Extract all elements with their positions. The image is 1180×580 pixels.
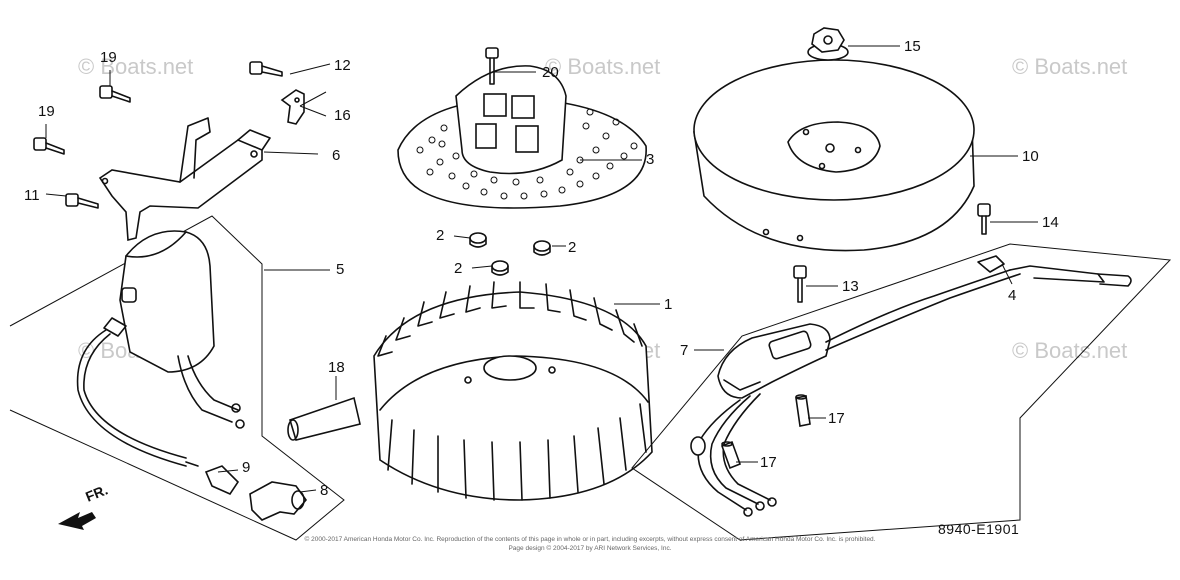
callout-20[interactable]: 20 <box>542 64 559 81</box>
copyright-line-1: © 2000-2017 American Honda Motor Co. Inc… <box>305 535 876 543</box>
part-9-terminal[interactable] <box>204 465 240 496</box>
screw-19-b[interactable] <box>33 137 65 155</box>
callout-10[interactable]: 10 <box>1022 148 1039 165</box>
screw-12[interactable] <box>249 61 283 77</box>
part-17-sleeve-b[interactable] <box>720 440 742 470</box>
screw-20[interactable] <box>485 47 499 85</box>
part-15-flywheel-nut[interactable] <box>807 27 849 61</box>
part-2-collar-a[interactable] <box>469 232 487 248</box>
callout-9[interactable]: 9 <box>242 459 250 476</box>
diagram-code: 8940-E1901 <box>938 521 1019 537</box>
part-5-ignition-coil[interactable] <box>9 215 345 541</box>
callout-2-b[interactable]: 2 <box>568 239 576 256</box>
front-direction-indicator: FR. <box>58 481 110 530</box>
part-16-clip[interactable] <box>280 89 305 125</box>
callout-2-c[interactable]: 2 <box>454 260 462 277</box>
part-2-collar-c[interactable] <box>491 260 509 276</box>
screw-19-a[interactable] <box>99 85 131 103</box>
watermark-top-right: © Boats.net <box>1012 54 1127 79</box>
callout-19-a[interactable]: 19 <box>100 49 117 66</box>
part-2-collar-b[interactable] <box>533 240 551 256</box>
callout-17-b[interactable]: 17 <box>760 454 777 471</box>
callout-19-b[interactable]: 19 <box>38 103 55 120</box>
part-7-wire-harness[interactable] <box>631 243 1172 541</box>
callout-5[interactable]: 5 <box>336 261 344 278</box>
callout-16[interactable]: 16 <box>334 107 351 124</box>
leader-lines <box>45 45 1038 493</box>
part-1-cooling-fan[interactable] <box>373 281 653 501</box>
callout-7[interactable]: 7 <box>680 342 688 359</box>
callout-15[interactable]: 15 <box>904 38 921 55</box>
callout-2-a[interactable]: 2 <box>436 227 444 244</box>
part-10-flywheel[interactable] <box>693 59 975 252</box>
callout-4[interactable]: 4 <box>1008 287 1016 304</box>
callout-labels: 1 2 2 2 3 4 5 6 7 8 9 10 11 12 13 14 15 … <box>24 38 1059 499</box>
callout-12[interactable]: 12 <box>334 57 351 74</box>
front-direction-label: FR. <box>83 481 110 504</box>
callout-8[interactable]: 8 <box>320 482 328 499</box>
watermark-mid-right: © Boats.net <box>1012 338 1127 363</box>
callout-6[interactable]: 6 <box>332 147 340 164</box>
watermark-top-center: © Boats.net <box>545 54 660 79</box>
callout-3[interactable]: 3 <box>646 151 654 168</box>
callout-18[interactable]: 18 <box>328 359 345 376</box>
part-18-tube[interactable] <box>287 396 361 441</box>
screw-14[interactable] <box>977 203 991 235</box>
front-arrow-icon <box>58 512 96 530</box>
screw-13[interactable] <box>793 265 807 303</box>
callout-17-a[interactable]: 17 <box>828 410 845 427</box>
part-3-starter-pulley[interactable] <box>397 65 647 209</box>
screw-11[interactable] <box>65 193 99 209</box>
part-6-bracket[interactable] <box>98 117 271 242</box>
callout-13[interactable]: 13 <box>842 278 859 295</box>
copyright-line-2: Page design © 2004-2017 by ARI Network S… <box>508 544 671 552</box>
part-8-plug-cap[interactable] <box>249 481 308 521</box>
callout-11[interactable]: 11 <box>24 187 40 204</box>
part-17-sleeve-a[interactable] <box>795 394 811 427</box>
watermark-top-left: © Boats.net <box>78 54 193 79</box>
callout-1[interactable]: 1 <box>664 296 672 313</box>
callout-14[interactable]: 14 <box>1042 214 1059 231</box>
